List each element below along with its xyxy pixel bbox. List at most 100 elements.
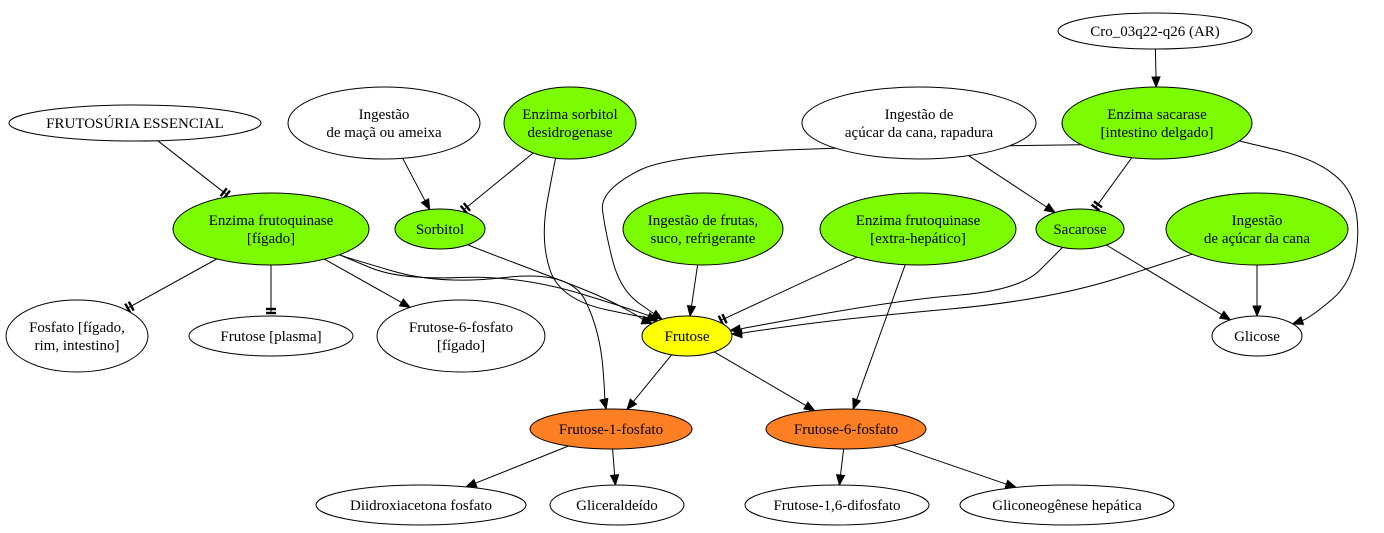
node-ellipse <box>376 299 546 373</box>
edge-ingestao_frutas-to-frutose <box>686 264 699 318</box>
node-gliceraldeido: Gliceraldeído <box>549 484 685 526</box>
edge-frutose-to-frutose1f <box>626 354 672 411</box>
tee-mark <box>219 187 228 197</box>
node-ellipse <box>765 408 927 450</box>
node-ellipse <box>959 484 1175 526</box>
node-ellipse <box>549 484 685 526</box>
edge-line <box>475 445 569 484</box>
edge-line <box>543 158 650 318</box>
edge-line <box>840 448 845 476</box>
node-label: Gliconeogênese hepática <box>992 498 1142 514</box>
node-label: Sorbitol <box>416 222 464 238</box>
node-ellipse <box>1057 12 1253 50</box>
node-label: de maçã ou ameixa <box>326 125 442 141</box>
edge-line <box>462 152 534 211</box>
edge-line <box>157 140 228 196</box>
node-label: Diidroxiacetona fosfato <box>350 498 492 514</box>
node-frutosuria: FRUTOSÚRIA ESSENCIAL <box>8 104 262 142</box>
edge-enzima_sacarase-to-glicose <box>1238 140 1359 325</box>
edge-line <box>467 244 645 321</box>
arrowhead <box>686 305 697 318</box>
node-label: [fígado] <box>437 338 485 354</box>
node-ellipse <box>1061 86 1253 160</box>
node-label: [extra-hepático] <box>870 231 966 247</box>
arrowhead <box>420 198 431 211</box>
edge-sorbitol-to-frutose <box>467 244 654 325</box>
node-frutose_plasma: Frutose [plasma] <box>188 315 354 357</box>
node-ellipse <box>529 408 693 450</box>
tee-mark <box>127 301 135 312</box>
node-gliconeogenese: Gliconeogênese hepática <box>959 484 1175 526</box>
edge-enzima_frutoquinase_figado-to-frutose1f <box>339 254 609 411</box>
arrowhead <box>1043 202 1057 214</box>
node-label: Frutose [plasma] <box>220 329 321 345</box>
node-sacarose: Sacarose <box>1035 208 1125 250</box>
node-label: Ingestão <box>1232 213 1283 229</box>
node-enzima_sacarase: Enzima sacarase[intestino delgado] <box>1061 86 1253 160</box>
tee-mark <box>721 313 728 324</box>
edge-line <box>1154 48 1157 78</box>
node-frutose6f: Frutose-6-fosfato <box>765 408 927 450</box>
arrowhead <box>599 397 609 411</box>
arrowhead <box>1004 479 1018 489</box>
edge-frutose1f-to-diidroxiacetona <box>464 445 569 488</box>
node-label: açúcar da cana, rapadura <box>845 125 994 141</box>
edge-enzima_frutoquinase_extra-to-frutose <box>717 256 858 326</box>
edge-frutose1f-to-gliceraldeido <box>609 448 620 487</box>
arrowhead <box>640 315 654 325</box>
edge-line <box>691 264 699 307</box>
tee-mark <box>124 303 132 313</box>
edge-enzima_frutoquinase_figado-to-frutose6f_figado <box>324 258 412 309</box>
node-fosfato: Fosfato [fígado,rim, intestino] <box>5 299 149 373</box>
node-label: FRUTOSÚRIA ESSENCIAL <box>46 115 224 132</box>
edge-line <box>632 354 672 403</box>
node-label: Enzima frutoquinase <box>209 213 334 229</box>
node-ellipse <box>315 484 527 526</box>
node-ingestao_acucar_cana: Ingestão de açúcar da cana <box>1165 192 1349 266</box>
node-ellipse <box>1035 208 1125 250</box>
node-label: Frutose-1-fosfato <box>559 422 663 438</box>
edge-ingestao_maca-to-sorbitol <box>402 158 431 211</box>
node-diidroxiacetona: Diidroxiacetona fosfato <box>315 484 527 526</box>
edge-enzima_sorbitol-to-sorbitol <box>459 152 534 215</box>
arrowhead <box>852 397 862 411</box>
arrowhead <box>835 474 846 487</box>
node-label: Enzima sacarase <box>1107 107 1207 123</box>
node-ellipse <box>622 192 784 266</box>
arrowhead <box>1151 76 1161 89</box>
edges-layer <box>124 48 1359 489</box>
node-label: Frutose-1,6-difosfato <box>773 498 900 514</box>
node-ellipse <box>8 104 262 142</box>
node-ellipse <box>172 192 370 266</box>
node-label: de açúcar da cana <box>1204 231 1311 247</box>
node-label: Ingestão de <box>885 107 954 123</box>
node-ellipse <box>819 192 1017 266</box>
edge-line <box>856 264 906 400</box>
node-label: Enzima sorbitol <box>522 107 617 123</box>
edge-frutose6f-to-gliconeogenese <box>892 444 1018 489</box>
node-ingestao_cana_rapadura: Ingestão de açúcar da cana, rapadura <box>801 86 1037 160</box>
edge-enzima_frutoquinase_figado-to-frutose_plasma <box>266 265 276 315</box>
tee-mark <box>462 202 472 212</box>
node-ellipse <box>1211 315 1303 357</box>
node-enzima_frutoquinase_figado: Enzima frutoquinase[fígado] <box>172 192 370 266</box>
tee-mark <box>1090 203 1101 212</box>
node-frutose: Frutose <box>641 315 733 357</box>
edge-line <box>402 158 426 201</box>
arrowhead <box>609 474 620 487</box>
node-frutose6f_figado: Frutose-6-fosfato[fígado] <box>376 299 546 373</box>
tee-mark <box>649 311 657 322</box>
edge-line <box>126 258 217 309</box>
node-label: Fosfato [fígado, <box>29 320 125 336</box>
arrowhead <box>1291 316 1305 325</box>
node-ellipse <box>394 208 486 250</box>
arrowhead <box>1218 310 1232 321</box>
node-label: Enzima frutoquinase <box>856 213 981 229</box>
node-label: desidrogenase <box>528 125 613 141</box>
edge-enzima_frutoquinase_figado-to-fosfato <box>124 258 217 313</box>
arrowhead <box>398 298 412 309</box>
edge-line <box>324 258 402 303</box>
node-cro: Cro_03q22-q26 (AR) <box>1057 12 1253 50</box>
